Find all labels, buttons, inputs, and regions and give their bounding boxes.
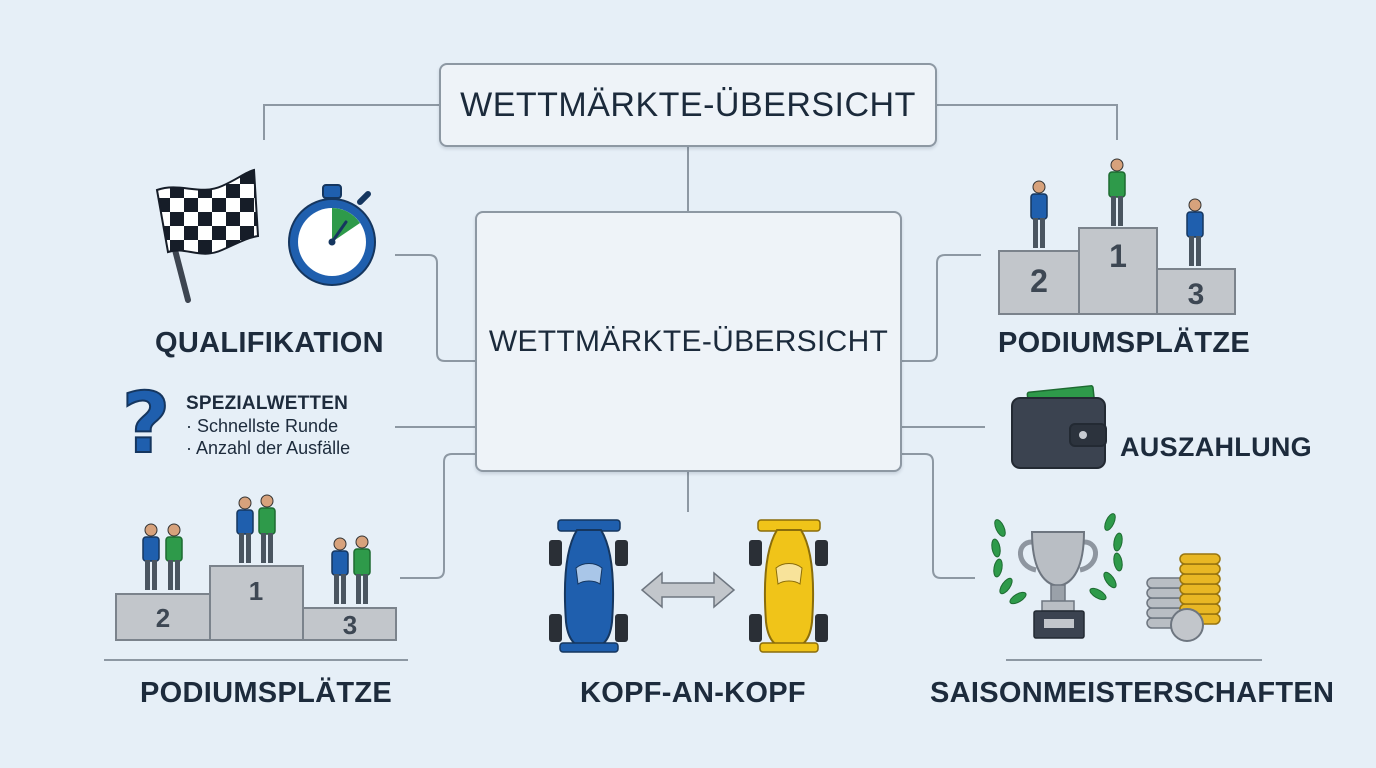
connector-podium-left bbox=[400, 453, 475, 579]
checkered-flag-icon bbox=[155, 168, 260, 303]
spezialwetten-block: SPEZIALWETTEN Schnellste Runde Anzahl de… bbox=[186, 393, 350, 459]
blue-race-car-icon bbox=[549, 519, 628, 653]
spezialwetten-title: SPEZIALWETTEN bbox=[186, 393, 348, 414]
double-arrow-icon bbox=[640, 571, 736, 609]
auszahlung-label: AUSZAHLUNG bbox=[1120, 432, 1312, 462]
podium-right-label: PODIUMSPLÄTZE bbox=[998, 327, 1251, 359]
figures-second-left bbox=[142, 523, 183, 590]
podium-right-place-1: 1 bbox=[1109, 238, 1127, 274]
svg-text:?: ? bbox=[122, 374, 171, 472]
center-title: WETTMÄRKTE-ÜBERSICHT bbox=[488, 324, 889, 358]
coin-stacks-icon bbox=[1146, 553, 1221, 642]
connector-qualifikation bbox=[395, 254, 475, 362]
spezialwetten-item-fastest-lap: Schnellste Runde bbox=[186, 416, 350, 437]
center-title-box: WETTMÄRKTE-ÜBERSICHT bbox=[475, 211, 902, 472]
figure-third-right bbox=[1186, 198, 1204, 266]
connector-saison bbox=[902, 453, 975, 579]
connector-podium-right bbox=[902, 254, 981, 362]
figure-first-right bbox=[1108, 158, 1126, 226]
podium-right-place-2: 2 bbox=[1030, 263, 1048, 299]
podium-left-place-3: 3 bbox=[343, 610, 357, 640]
connector-top-right bbox=[937, 104, 1118, 140]
podium-left-place-2: 2 bbox=[156, 603, 170, 633]
spezialwetten-item-retirements: Anzahl der Ausfälle bbox=[186, 438, 350, 459]
top-title: WETTMÄRKTE-ÜBERSICHT bbox=[460, 85, 916, 124]
kopf-an-kopf-label: KOPF-AN-KOPF bbox=[580, 677, 806, 709]
top-title-box: WETTMÄRKTE-ÜBERSICHT bbox=[439, 63, 937, 147]
trophy-laurel-icon bbox=[991, 513, 1123, 639]
figures-third-left bbox=[331, 535, 371, 604]
podium-icon-left: 2 1 3 bbox=[115, 494, 397, 641]
podium-left-place-1: 1 bbox=[249, 576, 263, 606]
podium-right-place-3: 3 bbox=[1188, 278, 1205, 311]
saisonmeisterschaften-label: SAISONMEISTERSCHAFTEN bbox=[930, 677, 1335, 709]
stopwatch-icon bbox=[288, 184, 376, 286]
podium-left-label: PODIUMSPLÄTZE bbox=[140, 677, 393, 709]
podium-icon-right: 2 1 3 bbox=[998, 158, 1236, 315]
figures-first-left bbox=[236, 494, 276, 563]
wallet-icon bbox=[1011, 385, 1107, 469]
connector-top-left bbox=[263, 104, 439, 140]
qualifikation-label: QUALIFIKATION bbox=[155, 327, 384, 359]
question-mark-icon: ? bbox=[121, 373, 172, 473]
figure-second-right bbox=[1030, 180, 1048, 248]
yellow-race-car-icon bbox=[749, 519, 828, 653]
